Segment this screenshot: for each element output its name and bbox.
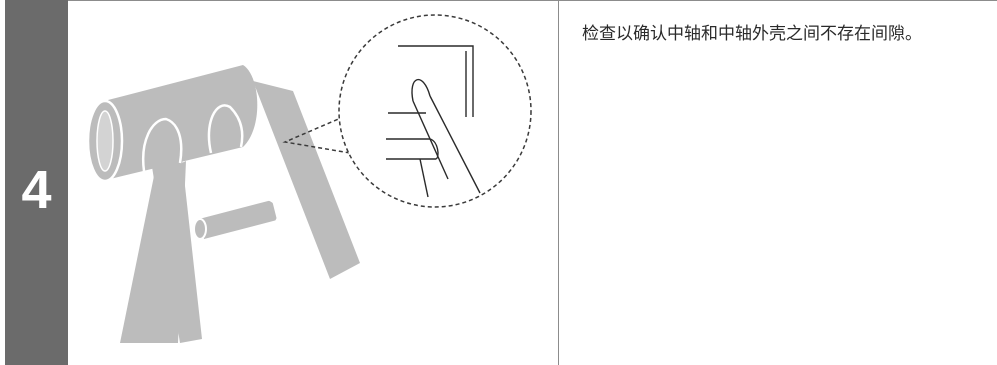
chainstay-bridge: [199, 200, 277, 239]
step-number: 4: [21, 160, 52, 220]
callout-pointer: [282, 110, 358, 154]
down-tube: [146, 123, 202, 343]
column-divider: [558, 0, 559, 365]
bracket-shell: [108, 65, 258, 179]
top-rule: [68, 0, 997, 1]
magnified-detail-circle: [338, 14, 532, 208]
magnified-detail-lines: [386, 45, 481, 198]
seat-stay-tube: [253, 81, 360, 279]
step-bar: [5, 0, 68, 365]
bottom-bracket-illustration: [86, 14, 532, 343]
instruction-text: 检查以确认中轴和中轴外壳之间不存在间隙。: [582, 24, 922, 44]
